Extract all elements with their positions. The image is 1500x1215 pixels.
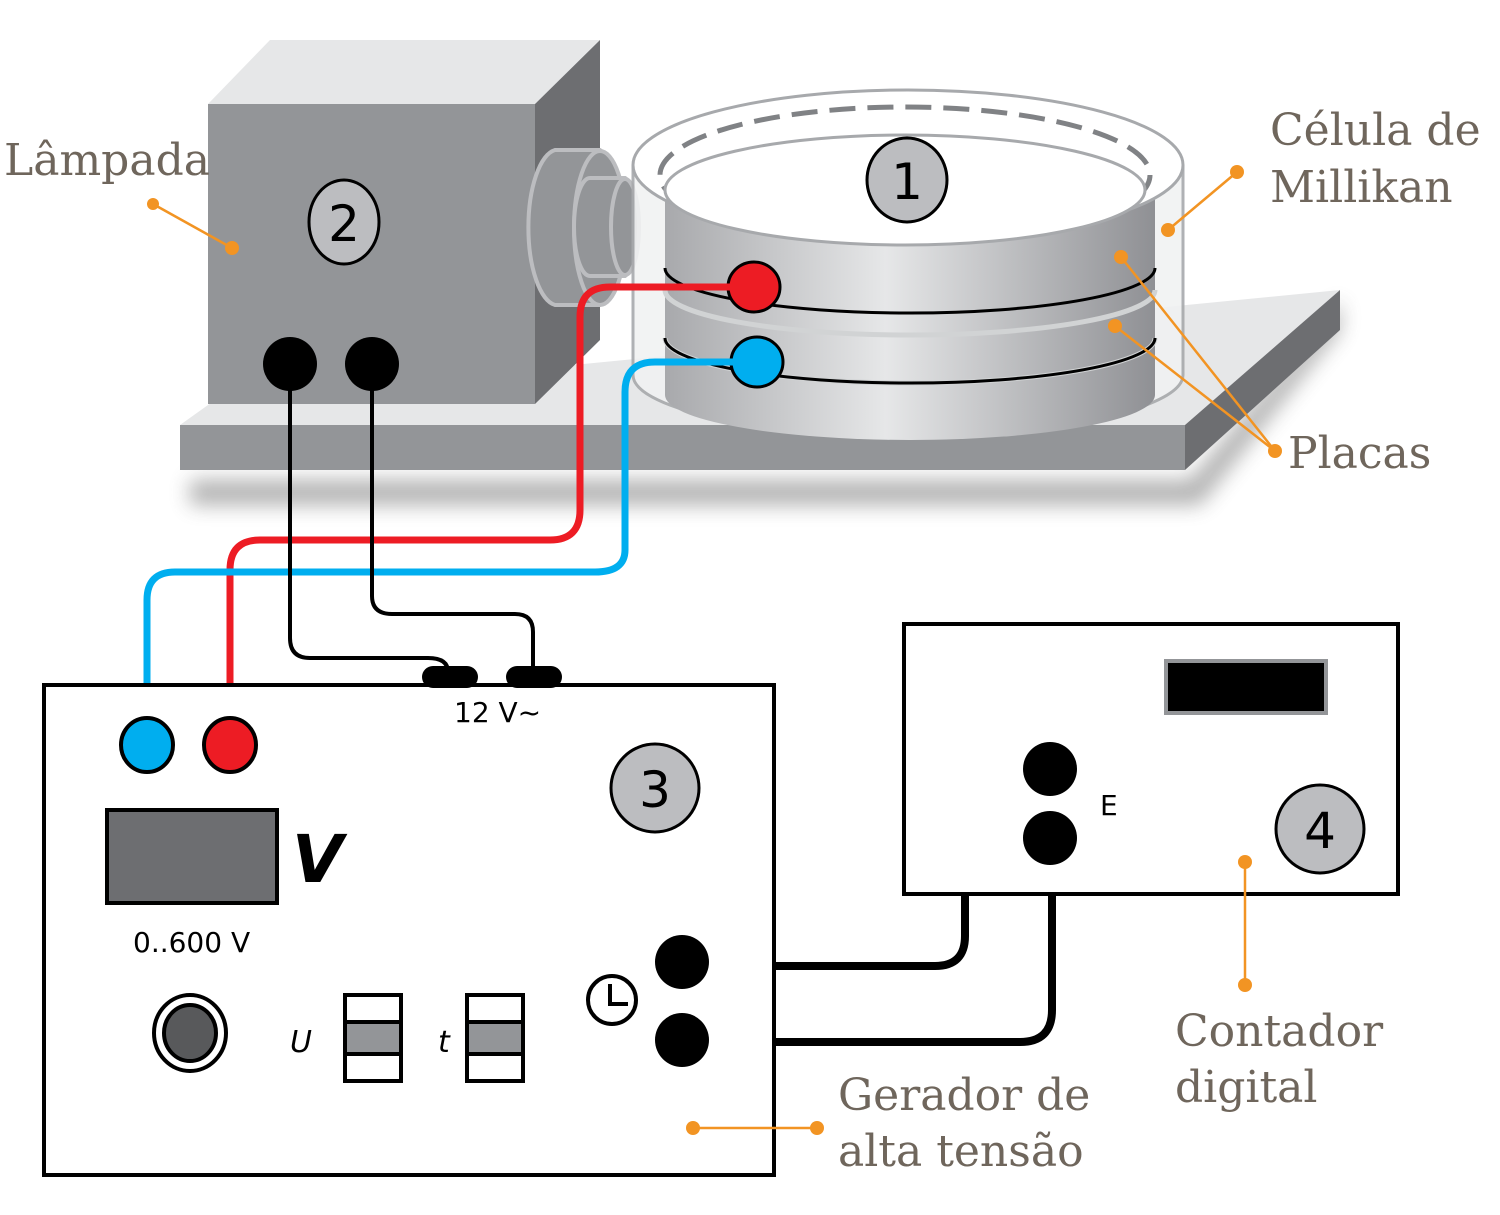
cell-terminal-blue[interactable] [729, 335, 785, 389]
clock-icon [586, 974, 638, 1026]
digital-counter: E 4 [902, 622, 1400, 896]
switch-u-label: U [290, 1025, 312, 1060]
label-placas: Placas [1288, 428, 1431, 479]
annotation-placas: Placas [1108, 250, 1431, 479]
label-celula-line1: Célula de [1270, 105, 1481, 156]
badge-cell: 1 [865, 136, 949, 224]
label-gerador-line2: alta tensão [838, 1126, 1084, 1177]
high-voltage-generator: 12 V~ V 0..600 V U t 3 [42, 666, 776, 1177]
label-gerador-line1: Gerador de [838, 1070, 1090, 1121]
voltmeter-range: 0..600 V [133, 926, 250, 959]
switch-t[interactable] [465, 993, 525, 1083]
voltmeter-unit: V [292, 821, 348, 898]
label-contador-line2: digital [1175, 1062, 1317, 1113]
annotations: Lâmpada Célula de Millikan Placas Gerado… [4, 105, 1481, 1177]
badge-lamp: 2 [307, 178, 381, 266]
switch-u[interactable] [343, 993, 403, 1083]
timer-terminal-1[interactable] [655, 935, 709, 989]
badge-cell-number: 1 [891, 153, 923, 211]
label-celula-line2: Millikan [1270, 162, 1453, 213]
wire-lamp-2 [370, 388, 535, 674]
counter-input-terminal-2[interactable] [1023, 811, 1077, 865]
counter-input-terminal-1[interactable] [1023, 742, 1077, 796]
hv-terminal-red[interactable] [202, 716, 258, 774]
annotation-lampada: Lâmpada [4, 135, 239, 255]
supply-terminal-1[interactable] [422, 666, 478, 688]
lamp-lens [526, 148, 641, 307]
badge-counter: 4 [1274, 783, 1366, 875]
label-contador-line1: Contador [1175, 1006, 1384, 1057]
timer-terminal-2[interactable] [655, 1013, 709, 1067]
badge-lamp-number: 2 [328, 195, 360, 253]
badge-generator-number: 3 [639, 761, 671, 819]
lamp-housing: 2 [208, 40, 641, 404]
annotation-contador: Contador digital [1175, 855, 1384, 1113]
annotation-celula: Célula de Millikan [1161, 105, 1481, 237]
annotation-gerador: Gerador de alta tensão [686, 1070, 1090, 1177]
supply-label: 12 V~ [454, 696, 541, 729]
wire-blue [143, 358, 737, 744]
millikan-cell: 1 [631, 88, 1185, 440]
cell-terminal-red[interactable] [726, 260, 782, 314]
power-knob[interactable] [152, 993, 228, 1073]
wire-counter-2 [681, 836, 1056, 1046]
supply-terminal-2[interactable] [506, 666, 562, 688]
voltmeter-display [105, 808, 279, 905]
counter-display [1164, 659, 1328, 715]
badge-counter-number: 4 [1304, 802, 1336, 860]
label-lampada: Lâmpada [4, 135, 210, 186]
wire-red [226, 283, 734, 744]
hv-terminal-blue[interactable] [119, 716, 175, 774]
wire-lamp-1 [288, 388, 450, 674]
lamp-terminal-1[interactable] [263, 337, 317, 391]
lamp-terminal-2[interactable] [345, 337, 399, 391]
switch-t-label: t [438, 1025, 451, 1060]
badge-generator: 3 [609, 742, 701, 834]
counter-input-label: E [1100, 789, 1118, 822]
